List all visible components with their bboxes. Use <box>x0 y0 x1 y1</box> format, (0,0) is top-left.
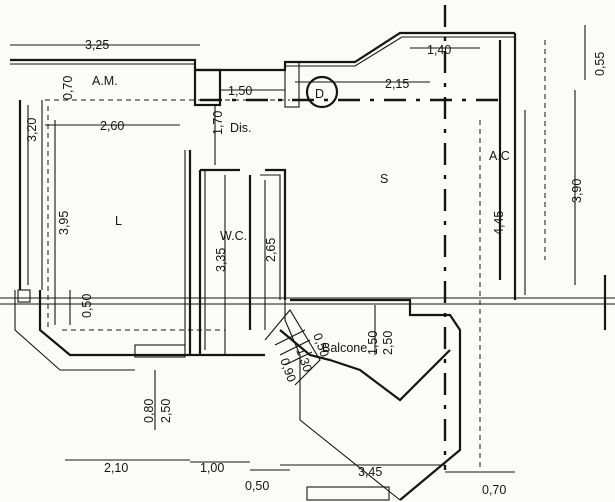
dimension-lines <box>10 25 586 473</box>
dim-2-65: 2,65 <box>264 238 278 262</box>
room-label-d: D <box>315 87 324 101</box>
dim-3-45: 3,45 <box>358 465 382 479</box>
dim-3-25: 3,25 <box>85 38 109 52</box>
dim-1-40: 1,40 <box>427 43 451 57</box>
interior-walls <box>45 61 300 358</box>
dim-2-15: 2,15 <box>385 77 409 91</box>
dim-3-95: 3,95 <box>57 211 71 235</box>
room-label-l: L <box>115 214 122 228</box>
dim-1-00: 1,00 <box>200 461 224 475</box>
room-label-wc: W.C. <box>220 229 247 243</box>
room-label-dis: Dis. <box>230 121 252 135</box>
dim-3-90: 3,90 <box>570 179 584 203</box>
room-label-am: A.M. <box>92 74 118 88</box>
dim-0-50-bottom: 0,50 <box>245 479 269 493</box>
room-label-balcone: Balcone <box>322 341 367 355</box>
dim-1-50-d: 1,50 <box>228 84 252 98</box>
d-symbol <box>305 75 339 109</box>
dim-0-70: 0,70 <box>61 76 75 100</box>
dim-2-60: 2,60 <box>100 119 124 133</box>
dim-3-20: 3,20 <box>25 118 39 142</box>
dim-1-70: 1,70 <box>211 111 225 135</box>
dim-0-80: 0,80 <box>142 399 156 423</box>
dim-2-50-balcone: 2,50 <box>381 331 395 355</box>
axis-lines <box>0 5 615 470</box>
dim-0-55: 0,55 <box>593 52 607 76</box>
dim-0-70-bottom: 0,70 <box>482 483 506 497</box>
outer-walls <box>10 31 517 371</box>
dim-0-50-left: 0,50 <box>80 294 94 318</box>
dim-4-45: 4,45 <box>492 211 506 235</box>
dim-2-50-bottom: 2,50 <box>159 399 173 423</box>
dim-3-35: 3,35 <box>214 248 228 272</box>
room-label-s: S <box>380 172 388 186</box>
dim-1-50-balcone: 1,50 <box>366 331 380 355</box>
room-label-ac: A.C <box>489 149 510 163</box>
dim-2-10: 2,10 <box>104 461 128 475</box>
balcony <box>264 298 462 501</box>
